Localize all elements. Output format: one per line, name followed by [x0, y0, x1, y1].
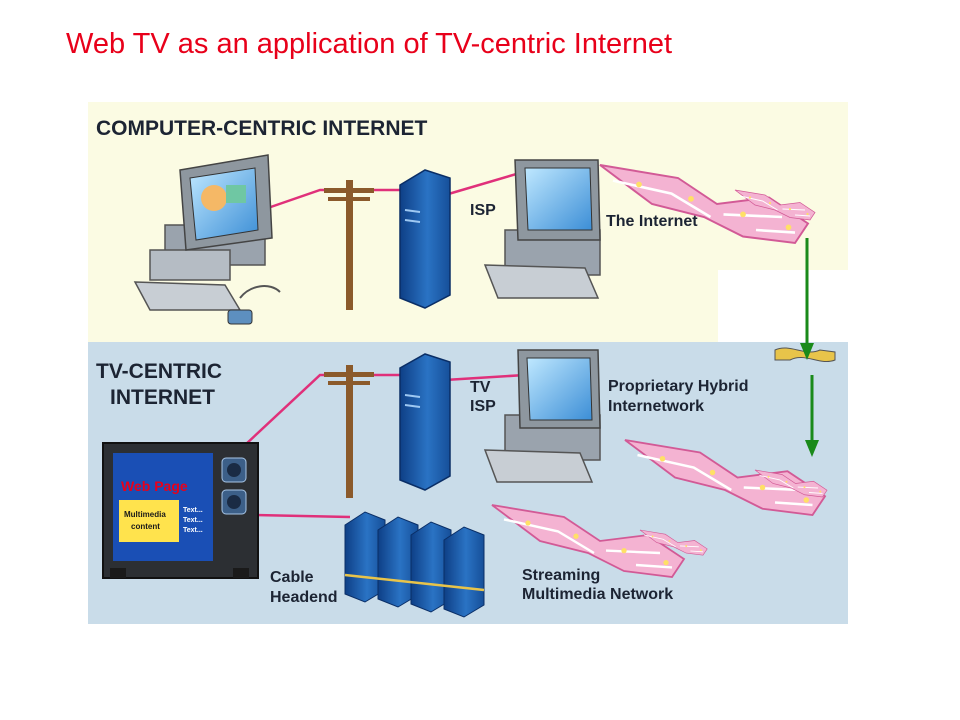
tv-isp-label-line1: TV [470, 379, 491, 396]
tv-text-1: Text... [183, 507, 203, 514]
mouse-cable [239, 285, 281, 299]
tv-text-3: Text... [183, 527, 203, 534]
cable-label-line1: Cable [270, 569, 314, 586]
bottom-panel-heading-line1: TV-CENTRIC [96, 360, 222, 383]
top-panel-heading: COMPUTER-CENTRIC INTERNET [96, 117, 427, 140]
tv-content-line1: Multimedia [124, 510, 166, 519]
top-internet-label: The Internet [606, 213, 698, 230]
streaming-label-line1: Streaming [522, 567, 600, 584]
web-tv-icon [102, 442, 259, 579]
bottom-cable-3 [254, 513, 351, 519]
transition-arrow-lower [805, 375, 819, 457]
tv-content-line2: content [131, 522, 160, 531]
bottom-panel-heading-line2: INTERNET [110, 386, 215, 409]
hybrid-label-line2: Internetwork [608, 398, 704, 415]
home-computer-icon [133, 154, 273, 325]
transition-arrow-upper [800, 238, 814, 360]
tv-screen-title: Web Page [121, 478, 188, 494]
hybrid-label-line1: Proprietary Hybrid [608, 378, 748, 395]
isp-computer-icon [483, 159, 601, 299]
top-isp-label: ISP [470, 202, 496, 219]
tv-isp-label-line2: ISP [470, 398, 496, 415]
tv-text-2: Text... [183, 517, 203, 524]
slide-title: Web TV as an application of TV-centric I… [66, 28, 673, 60]
cable-label-line2: Headend [270, 589, 338, 606]
cable-headend-icon [344, 511, 485, 618]
bottom-cable-2 [444, 373, 526, 382]
tv-isp-server-icon [399, 353, 451, 491]
bottom-utility-pole-icon [324, 365, 374, 498]
top-panel-cutout [718, 270, 848, 342]
top-isp-server-icon [399, 169, 451, 309]
tv-isp-computer-icon [483, 349, 601, 483]
top-utility-pole-icon [324, 180, 374, 310]
streaming-label-line2: Multimedia Network [522, 586, 673, 603]
